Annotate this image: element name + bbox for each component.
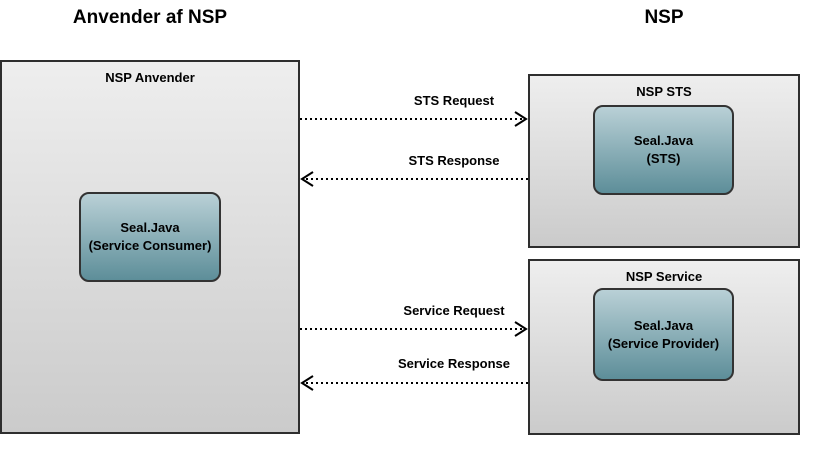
service-request-arrow-right-icon — [300, 321, 528, 337]
nsp-sts-box-title: NSP STS — [636, 84, 692, 99]
sts-response-arrow-left-icon — [300, 171, 528, 187]
column-title-nsp: NSP — [644, 7, 684, 28]
component-label-line1: Seal.Java — [633, 317, 694, 333]
service-response-label: Service Response — [397, 356, 510, 371]
seal-java-sts-component: Seal.Java (STS) — [593, 105, 734, 195]
sts-request-label: STS Request — [413, 93, 495, 108]
seal-java-service-provider-component: Seal.Java (Service Provider) — [593, 288, 734, 381]
column-title-anvender: Anvender af NSP — [72, 7, 228, 28]
component-label-line1: Seal.Java — [633, 133, 694, 148]
sts-response-label: STS Response — [408, 153, 500, 168]
service-request-label: Service Request — [403, 303, 505, 318]
seal-java-service-consumer-component: Seal.Java (Service Consumer) — [79, 192, 221, 282]
component-label-line2: (Service Provider) — [607, 335, 720, 351]
nsp-sts-box: NSP STS — [528, 74, 800, 248]
service-response-arrow-left-icon — [300, 375, 528, 391]
nsp-service-box-title: NSP Service — [625, 269, 703, 284]
component-label-line2: (Service Consumer) — [88, 238, 212, 253]
sts-request-arrow-right-icon — [300, 111, 528, 127]
component-label-line2: (STS) — [646, 151, 681, 166]
nsp-anvender-box-title: NSP Anvender — [105, 70, 195, 85]
component-label-line1: Seal.Java — [120, 220, 180, 235]
